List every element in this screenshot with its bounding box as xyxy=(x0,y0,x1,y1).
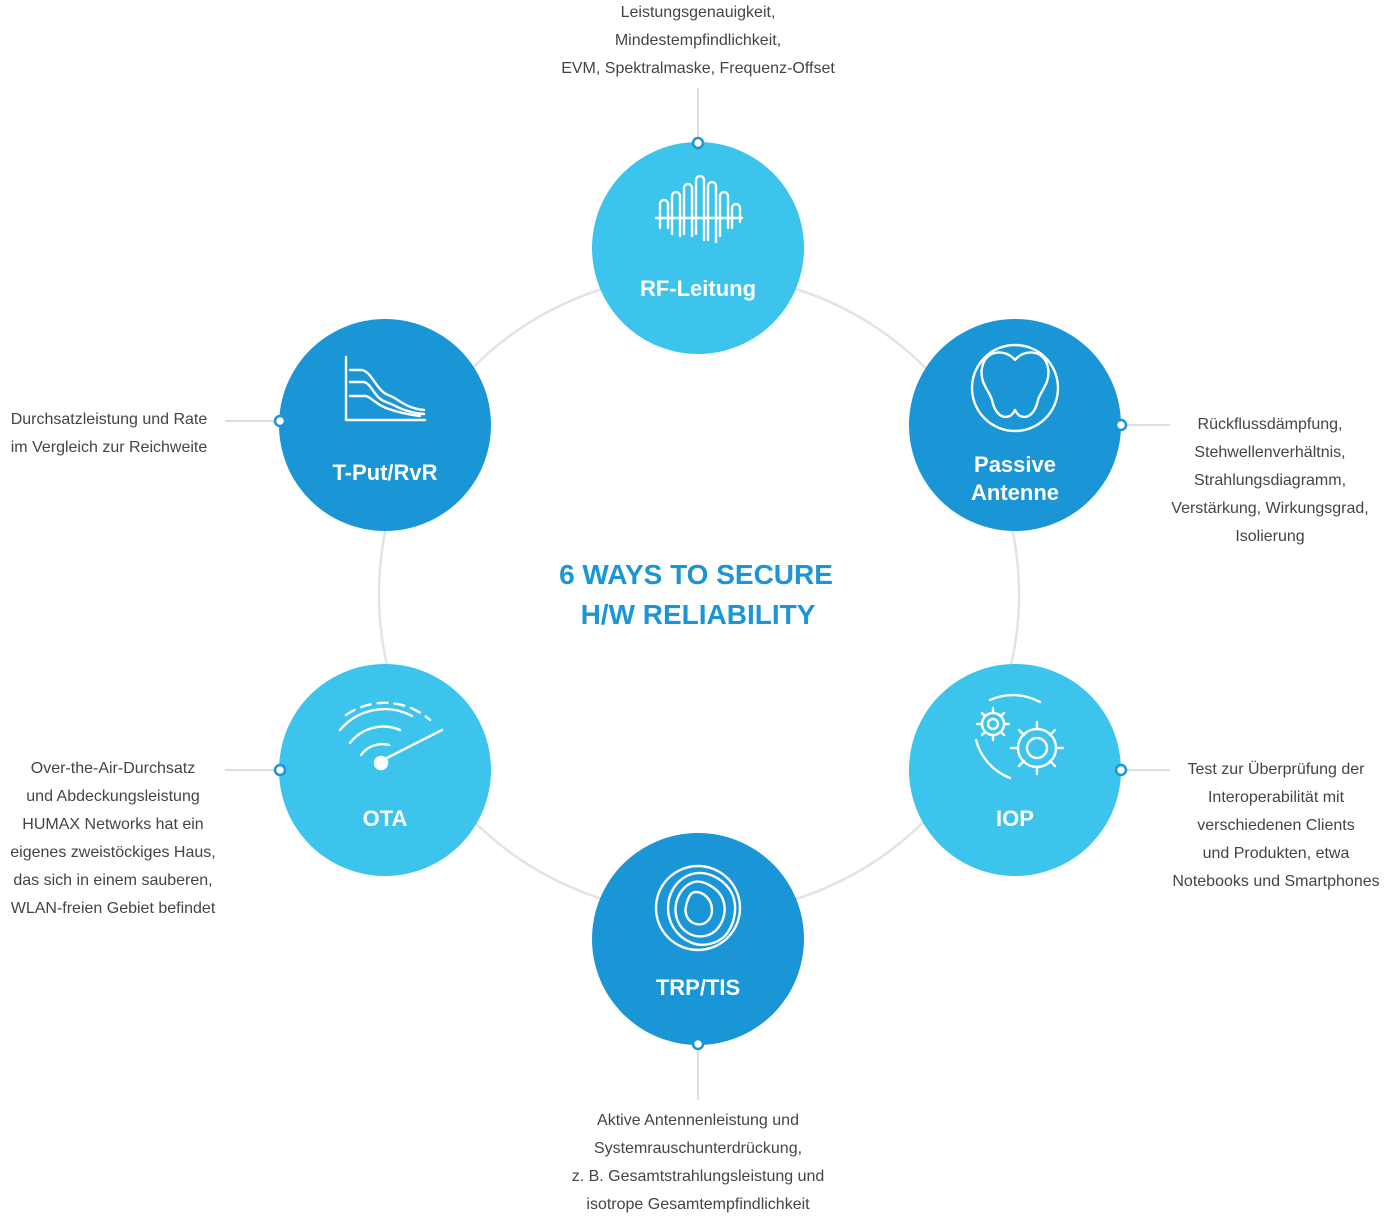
connector-dot xyxy=(691,1037,705,1051)
description-line: Leistungsgenauigkeit, xyxy=(620,4,776,21)
node-passive: Passive Antenne xyxy=(909,319,1121,531)
node-circle xyxy=(279,664,491,876)
description-line: Isolierung xyxy=(1235,528,1305,545)
description-line: das sich in einem sauberen, xyxy=(13,872,213,889)
node-label: RF-Leitung xyxy=(640,276,756,301)
connector-dot xyxy=(273,414,287,428)
node-label: OTA xyxy=(363,806,408,831)
rate-chart-icon xyxy=(344,355,427,422)
description-line: Over-the-Air-Durchsatz xyxy=(30,760,196,777)
node-circle xyxy=(592,833,804,1045)
description-line: Systemrauschunterdrückung, xyxy=(593,1140,803,1157)
description-tput: Durchsatzleistung und Rate im Vergleich … xyxy=(0,406,218,462)
node-trp: TRP/TIS xyxy=(592,833,804,1045)
description-iop: Test zur Überprüfung der Interoperabilit… xyxy=(1160,756,1392,896)
description-line: eigenes zweistöckiges Haus, xyxy=(10,844,216,861)
center-title: H/W RELIABILITY xyxy=(581,599,816,630)
gears-icon xyxy=(974,693,1065,780)
connector-dot xyxy=(273,763,287,777)
description-trp: Aktive Antennenleistung und Systemrausch… xyxy=(530,1107,866,1219)
node-rf: RF-Leitung xyxy=(592,142,804,354)
node-label: T-Put/RvR xyxy=(332,460,437,485)
node-label: TRP/TIS xyxy=(656,975,740,1000)
center-title: 6 WAYS TO SECURE xyxy=(559,559,833,590)
node-ota: OTA xyxy=(279,664,491,876)
node-label: Antenne xyxy=(971,480,1059,505)
connector-dot xyxy=(1114,418,1128,432)
description-line: Test zur Überprüfung der xyxy=(1187,761,1365,778)
description-line: und Produkten, etwa xyxy=(1202,845,1350,862)
description-line: Durchsatzleistung und Rate xyxy=(10,411,208,428)
contour-icon xyxy=(654,864,742,952)
description-line: Strahlungsdiagramm, xyxy=(1193,472,1347,489)
node-circle xyxy=(909,319,1121,531)
description-line: Stehwellenverhältnis, xyxy=(1194,444,1346,461)
description-line: Verstärkung, Wirkungsgrad, xyxy=(1171,500,1369,517)
description-line: isotrope Gesamtempfindlichkeit xyxy=(586,1196,810,1213)
description-rf: Leistungsgenauigkeit, Mindestempfindlich… xyxy=(509,0,887,83)
connector-dot xyxy=(1114,763,1128,777)
description-line: Rückflussdämpfung, xyxy=(1197,416,1343,433)
description-line: und Abdeckungsleistung xyxy=(26,788,200,805)
node-label: Passive xyxy=(974,452,1056,477)
description-line: verschiedenen Clients xyxy=(1197,817,1355,834)
description-passive: Rückflussdämpfung, Stehwellenverhältnis,… xyxy=(1152,411,1388,551)
node-label: IOP xyxy=(996,806,1034,831)
node-circle xyxy=(592,142,804,354)
node-tput: T-Put/RvR xyxy=(279,319,491,531)
description-line: im Vergleich zur Reichweite xyxy=(10,439,208,456)
node-circle xyxy=(279,319,491,531)
description-line: Interoperabilität mit xyxy=(1207,789,1345,806)
description-line: Mindestempfindlichkeit, xyxy=(614,32,782,49)
connector-dot xyxy=(691,136,705,150)
description-line: EVM, Spektralmaske, Frequenz-Offset xyxy=(561,60,835,77)
node-iop: IOP xyxy=(909,664,1121,876)
description-line: WLAN-freien Gebiet befindet xyxy=(10,900,216,917)
wifi-gauge-icon xyxy=(338,701,444,771)
description-ota: Over-the-Air-Durchsatz und Abdeckungslei… xyxy=(0,755,226,923)
waveform-icon xyxy=(654,174,744,244)
description-line: HUMAX Networks hat ein xyxy=(22,816,204,833)
description-line: z. B. Gesamtstrahlungsleistung und xyxy=(571,1168,825,1185)
description-line: Aktive Antennenleistung und xyxy=(597,1112,799,1129)
description-line: Notebooks und Smartphones xyxy=(1172,873,1380,890)
node-circle xyxy=(909,664,1121,876)
radiation-pattern-icon xyxy=(970,343,1060,433)
